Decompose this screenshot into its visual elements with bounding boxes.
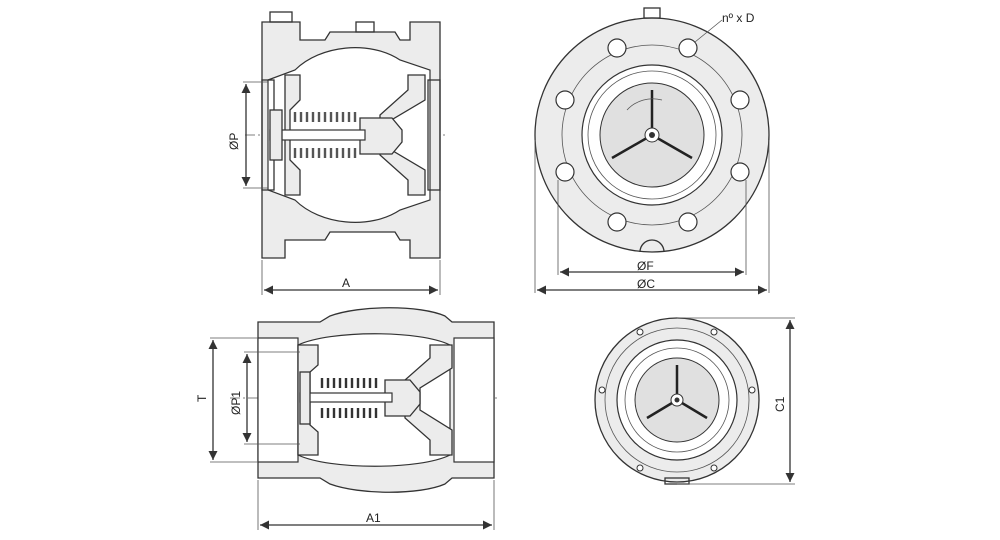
- threaded-section-view: [208, 307, 500, 530]
- dim-label-c1: C1: [773, 396, 787, 412]
- dim-label-t: T: [195, 394, 209, 402]
- dim-label-a: A: [342, 276, 350, 290]
- bolt-callout: nº x D: [722, 11, 755, 25]
- flanged-section-view: [241, 11, 445, 295]
- dim-label-c: ØC: [637, 277, 655, 291]
- flanged-front-view: [534, 7, 770, 295]
- dim-label-f: ØF: [637, 259, 654, 273]
- dim-label-p1: ØP1: [229, 391, 243, 415]
- dim-label-a1: A1: [366, 511, 381, 525]
- threaded-front-view: [594, 317, 795, 485]
- dim-label-p: ØP: [227, 133, 241, 150]
